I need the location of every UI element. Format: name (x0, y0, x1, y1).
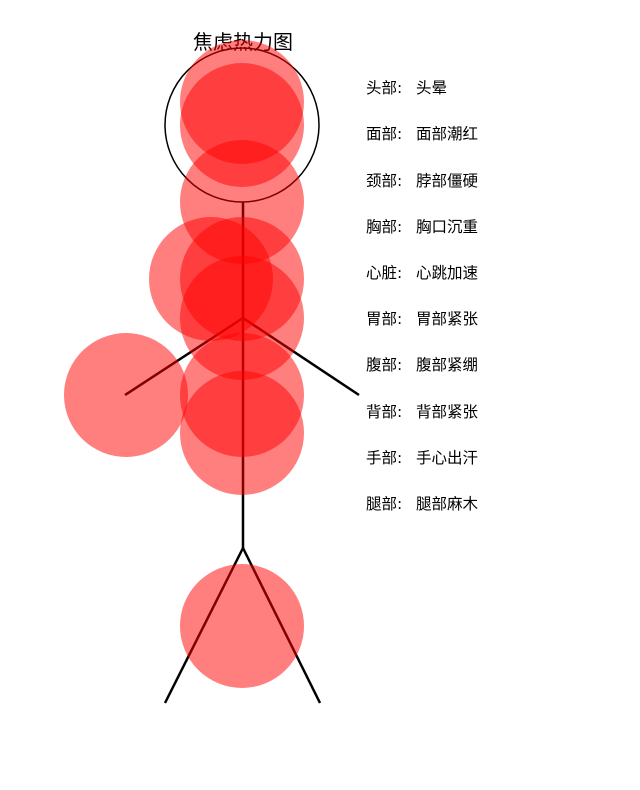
legend-part: 腹部 (366, 356, 397, 374)
legend-item-neck: 颈部: 脖部僵硬 (366, 172, 478, 190)
legend-symptom: 脖部僵硬 (416, 172, 478, 190)
legend-part: 面部 (366, 125, 397, 143)
legend-separator: : (397, 403, 402, 421)
legend-separator: : (397, 264, 402, 282)
legend-item-head: 头部: 头晕 (366, 79, 447, 97)
legend-separator: : (397, 125, 402, 143)
legend-item-abdomen: 腹部: 腹部紧绷 (366, 356, 478, 374)
legend-separator: : (397, 449, 402, 467)
heat-spot-leg (180, 564, 304, 688)
symptom-legend: 头部: 头晕 面部: 面部潮红 颈部: 脖部僵硬 胸部: 胸口沉重 心脏: 心跳加速 胃部… (366, 79, 479, 513)
legend-symptom: 心跳加速 (416, 264, 478, 282)
heat-spot-back (180, 371, 304, 495)
legend-symptom: 腹部紧绷 (416, 356, 478, 374)
legend-symptom: 胃部紧张 (416, 310, 479, 328)
heat-spots (64, 40, 304, 688)
legend-part: 胸部 (366, 218, 397, 236)
legend-symptom: 腿部麻木 (416, 495, 479, 513)
legend-part: 颈部 (366, 172, 397, 190)
legend-part: 心脏 (366, 264, 397, 282)
heat-spot-hand (64, 333, 188, 457)
legend-symptom: 背部紧张 (416, 403, 479, 421)
legend-item-heart: 心脏: 心跳加速 (366, 264, 478, 282)
legend-symptom: 面部潮红 (416, 125, 478, 143)
legend-symptom: 头晕 (416, 79, 447, 97)
legend-symptom: 手心出汗 (416, 449, 478, 467)
legend-part: 手部 (366, 449, 397, 467)
legend-item-leg: 腿部: 腿部麻木 (366, 495, 479, 513)
legend-item-hand: 手部: 手心出汗 (366, 449, 478, 467)
legend-part: 腿部 (366, 495, 397, 513)
legend-item-face: 面部: 面部潮红 (366, 125, 478, 143)
legend-part: 背部 (366, 403, 397, 421)
legend-symptom: 胸口沉重 (416, 218, 478, 236)
legend-separator: : (397, 79, 402, 97)
legend-item-stomach: 胃部: 胃部紧张 (366, 310, 479, 328)
legend-separator: : (397, 495, 402, 513)
legend-item-back: 背部: 背部紧张 (366, 403, 479, 421)
legend-item-chest: 胸部: 胸口沉重 (366, 218, 478, 236)
legend-separator: : (397, 172, 402, 190)
legend-separator: : (397, 310, 402, 328)
legend-part: 头部 (366, 79, 397, 97)
legend-part: 胃部 (366, 310, 397, 328)
legend-separator: : (397, 356, 402, 374)
legend-separator: : (397, 218, 402, 236)
